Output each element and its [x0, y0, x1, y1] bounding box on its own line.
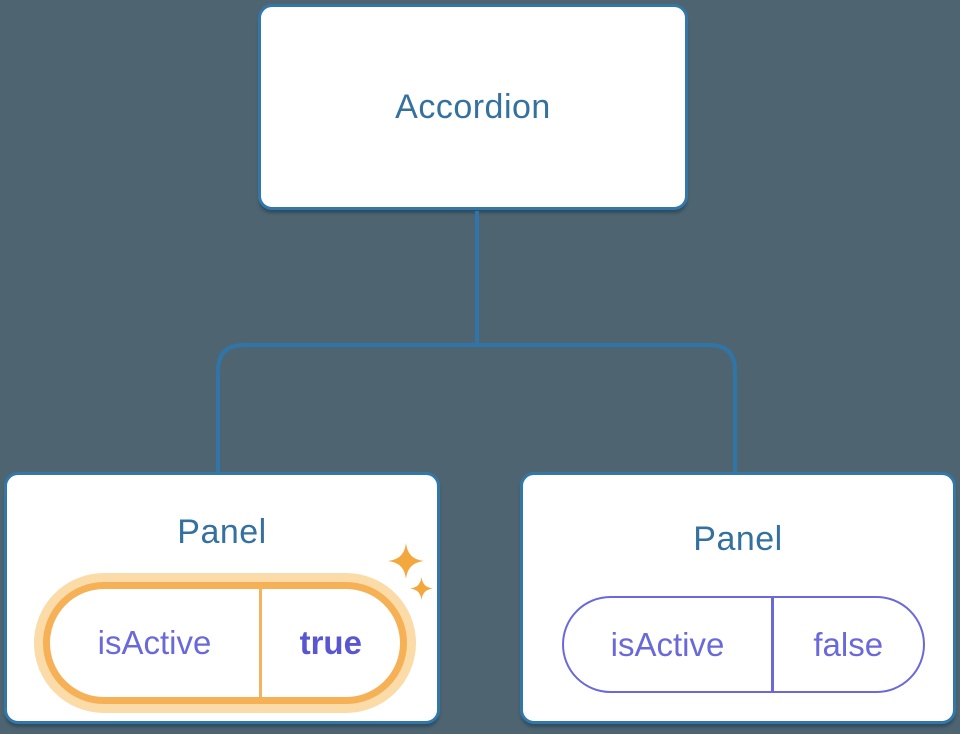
state-name: isActive: [97, 624, 212, 661]
state-pill-inactive: isActive false: [562, 596, 925, 693]
panel-node-active: Panel isActive true: [4, 472, 440, 724]
panel-node-label: Panel: [693, 520, 783, 558]
pill-divider: [259, 589, 262, 697]
accordion-node-label: Accordion: [395, 87, 551, 126]
pill-divider: [771, 598, 774, 691]
panel-node-label: Panel: [177, 513, 267, 551]
state-value: true: [299, 624, 362, 661]
accordion-node: Accordion: [258, 4, 688, 210]
panel-node-inactive: Panel isActive false: [520, 472, 956, 724]
state-name: isActive: [610, 625, 725, 663]
state-pill-active: isActive true: [43, 582, 407, 704]
state-value: false: [813, 625, 884, 663]
